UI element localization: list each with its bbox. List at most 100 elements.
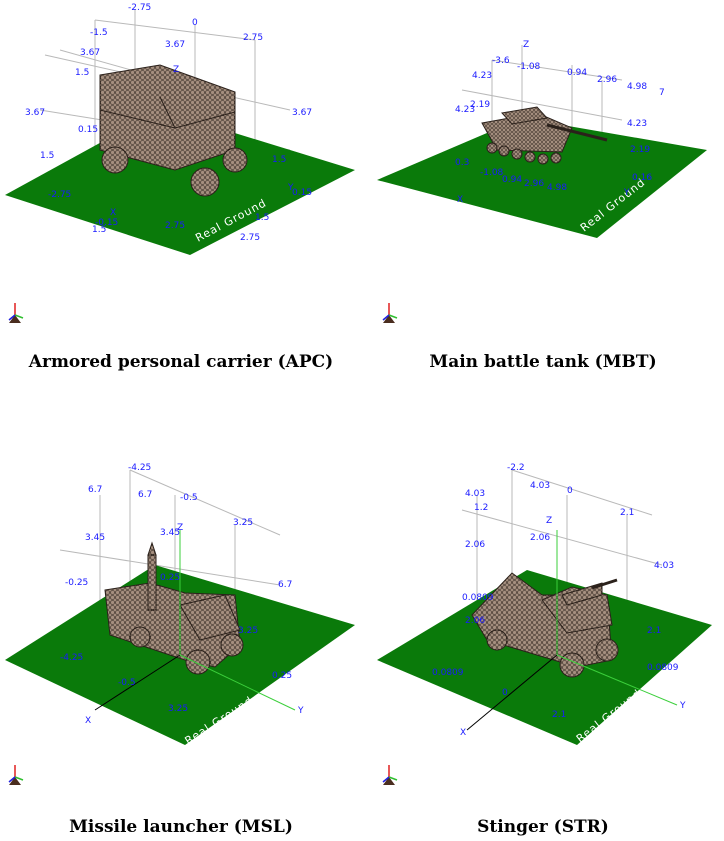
tick-label: 4.98: [547, 183, 567, 193]
tick-label: 3.67: [25, 108, 45, 118]
tick-label: 4.23: [455, 105, 475, 115]
caption-msl: Missile launcher (MSL): [69, 817, 293, 837]
tick-label: -0.5: [180, 493, 198, 503]
apc-3d-view: Real Ground Z X Y -2.75 -1.5 0 1.5 2.75 …: [5, 3, 355, 323]
orientation-triad-icon: [8, 303, 24, 323]
tick-label: 2.19: [630, 145, 650, 155]
apc-vehicle: [99, 64, 248, 197]
tick-label: -1.5: [90, 28, 108, 38]
panel-msl: Real Ground Z X Y -4.25 -0.5 3.25 6.7 3.…: [0, 455, 362, 841]
x-axis-line: [94, 654, 181, 711]
tick-label: -4.25: [60, 653, 83, 663]
tick-label: 3.67: [292, 108, 312, 118]
tick-label: 0: [567, 486, 573, 496]
y-axis-line: [179, 654, 296, 711]
tick-label: 4.03: [465, 489, 485, 499]
grid-lines: [461, 469, 663, 645]
caption-str: Stinger (STR): [477, 817, 609, 837]
tick-label: -2.75: [48, 190, 71, 200]
tick-label: 2.06: [530, 533, 550, 543]
tick-labels: -2.75 -1.5 0 1.5 2.75 3.67 3.67 3.67 3.6…: [25, 3, 312, 243]
tick-label: 3.45: [85, 533, 105, 543]
tick-label: -0.25: [65, 578, 88, 588]
tick-label: 0.3: [455, 158, 469, 168]
tick-label: -2.75: [128, 3, 151, 13]
tick-labels: -2.2 0 2.1 4.03 4.03 2.06 2.06 4.03 1.2 …: [432, 463, 679, 720]
tick-label: -1.08: [517, 62, 541, 72]
axis-z-label: Z: [177, 523, 183, 533]
tick-label: 6.7: [88, 485, 102, 495]
tick-label: 6.7: [138, 490, 152, 500]
tick-label: 2.1: [620, 508, 634, 518]
orientation-triad-icon: [8, 765, 24, 785]
panel-str: Real Ground Z X Y -2.2 0 2.1 4.03 4.03 2…: [362, 455, 724, 841]
tick-label: 4.03: [530, 481, 550, 491]
tick-label: 2.75: [165, 221, 185, 231]
tick-label: -4.25: [128, 463, 151, 473]
axis-z-label: Z: [173, 65, 179, 75]
tick-label: 4.03: [654, 561, 674, 571]
orientation-triad-icon: [382, 303, 398, 323]
tick-label: 0.25: [160, 573, 180, 583]
tick-label: 2.19: [470, 100, 490, 110]
tick-label: 3.25: [238, 626, 258, 636]
tick-label: 0.94: [567, 68, 587, 78]
tick-label: 3.67: [165, 40, 185, 50]
y-axis-line: [556, 654, 678, 706]
tick-label: 2.96: [597, 75, 617, 85]
tick-label: 6.7: [278, 580, 292, 590]
tick-label: 0.16: [632, 173, 652, 183]
str-vehicle: [471, 572, 619, 678]
tick-label: 4.23: [627, 119, 647, 129]
axis-z-label: Z: [523, 40, 529, 50]
tick-label: 2.1: [647, 626, 661, 636]
tick-label: 4.23: [472, 71, 492, 81]
tick-label: 1.5: [272, 155, 286, 165]
tick-label: 0.15: [78, 125, 98, 135]
tick-label: -3.6: [492, 56, 510, 66]
tick-labels: -3.6 -1.08 0.94 2.96 4.98 7 4.23 4.23 2.…: [455, 56, 665, 193]
tick-label: 7: [659, 88, 665, 98]
tick-label: 0.0809: [462, 593, 494, 603]
orientation-triad-icon: [382, 765, 398, 785]
tick-label: 1.5: [75, 68, 89, 78]
tick-label: 0: [192, 18, 198, 28]
tick-label: 0.0809: [432, 668, 464, 678]
axis-x-label: X: [457, 195, 463, 205]
tick-label: 3.67: [80, 48, 100, 58]
tick-label: 2.06: [465, 616, 485, 626]
tick-label: -0.15: [95, 218, 118, 228]
tick-label: 1.5: [40, 151, 54, 161]
tick-label: 3.45: [160, 528, 180, 538]
panel-mbt: Real Ground Z X Y -3.6 -1.08 0.94 2.96 4…: [362, 0, 724, 380]
tick-label: 2.06: [465, 540, 485, 550]
tick-label: 3.25: [168, 704, 188, 714]
caption-apc: Armored personal carrier (APC): [28, 352, 334, 372]
tick-label: 1.2: [474, 503, 488, 513]
axis-z-label: Z: [546, 516, 552, 526]
tick-label: 2.75: [243, 33, 263, 43]
ground-plane: [377, 118, 707, 238]
axis-x-label: X: [85, 716, 91, 726]
x-axis-line: [466, 654, 558, 731]
mbt-vehicle: [481, 106, 608, 165]
axis-y-label: Y: [623, 188, 630, 198]
mbt-3d-view: Real Ground Z X Y -3.6 -1.08 0.94 2.96 4…: [377, 40, 707, 323]
tick-label: 0.25: [272, 671, 292, 681]
axis-y-label: Y: [679, 701, 686, 711]
tick-label: -1.08: [480, 168, 504, 178]
ground-plane: [5, 110, 355, 255]
panel-apc: Real Ground Z X Y -2.75 -1.5 0 1.5 2.75 …: [0, 0, 362, 380]
tick-label: 1.5: [255, 213, 269, 223]
msl-vehicle: [104, 541, 244, 675]
axis-x-label: X: [460, 728, 466, 738]
axis-y-label: Y: [287, 183, 294, 193]
tick-label: 0.15: [292, 188, 312, 198]
tick-label: 0: [502, 688, 508, 698]
tick-labels: -4.25 -0.5 3.25 6.7 3.45 3.45 6.7 -0.25 …: [60, 463, 292, 714]
str-3d-view: Real Ground Z X Y -2.2 0 2.1 4.03 4.03 2…: [377, 463, 712, 785]
axis-x-label: X: [110, 208, 116, 218]
tick-label: -2.2: [507, 463, 525, 473]
tick-label: -0.5: [118, 678, 136, 688]
tick-label: 0.94: [502, 175, 522, 185]
